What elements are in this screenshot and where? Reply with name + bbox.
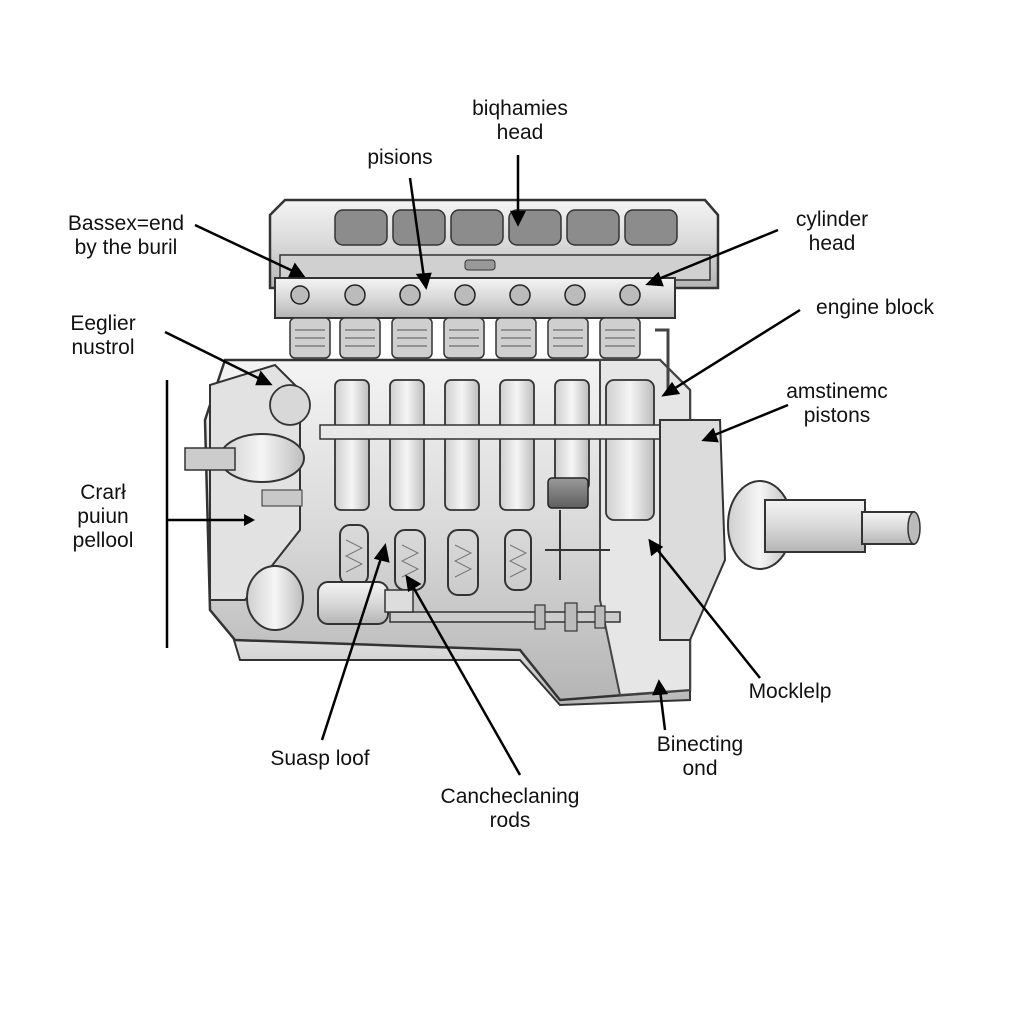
piston-crown <box>547 477 589 509</box>
label-crarl-line3: pellool <box>72 529 134 552</box>
label-eeglier: Eeglier nustrol <box>48 312 158 360</box>
label-amstinemc-line1: amstinemc <box>786 380 888 403</box>
label-engine-block: engine block <box>790 296 960 320</box>
label-binecting-line2: ond <box>682 757 718 780</box>
cylinders <box>334 379 655 521</box>
label-bassex: Bassex=end by the buril <box>46 212 206 260</box>
label-binecting: Binecting ond <box>630 733 770 781</box>
cam-lobes <box>290 284 641 306</box>
label-canchec-line1: Cancheclaning <box>440 785 580 808</box>
label-pisions-line1: pisions <box>367 146 433 169</box>
label-suasp: Suasp loof <box>245 747 395 771</box>
label-crarl-line2: puiun <box>77 505 129 528</box>
label-eeglier-line1: Eeglier <box>70 312 136 335</box>
label-eeglier-line2: nustrol <box>71 336 135 359</box>
starter-cap <box>246 565 304 631</box>
valve-cover-cells <box>334 209 678 246</box>
label-cylinder-head: cylinder head <box>762 208 902 256</box>
label-pisions: pisions <box>340 146 460 170</box>
label-cylinder-head-line1: cylinder <box>795 208 869 231</box>
starter-body <box>317 581 389 625</box>
label-canchec: Cancheclaning rods <box>410 785 610 833</box>
label-bassex-line1: Bassex=end <box>67 212 185 235</box>
label-top-head-line1: biqhamies <box>472 97 568 120</box>
label-crarl-line1: Crarł <box>80 481 126 504</box>
label-crarl: Crarł puiun pellool <box>48 481 158 553</box>
label-cylinder-head-line2: head <box>808 232 856 255</box>
label-engine-block-line1: engine block <box>816 296 934 319</box>
bellhousing <box>659 419 727 641</box>
crankshaft <box>389 611 621 623</box>
label-mocklelp: Mocklelp <box>725 680 855 704</box>
label-top-head-line2: head <box>496 121 544 144</box>
label-canchec-line2: rods <box>489 809 531 832</box>
label-bassex-line2: by the buril <box>74 236 178 259</box>
label-mocklelp-line1: Mocklelp <box>748 680 832 703</box>
label-top-head: biqhamies head <box>440 97 600 145</box>
label-binecting-line1: Binecting <box>656 733 744 756</box>
label-amstinemc: amstinemc pistons <box>772 380 902 428</box>
label-amstinemc-line2: pistons <box>803 404 871 427</box>
label-suasp-line1: Suasp loof <box>270 747 370 770</box>
output-shaft <box>764 499 866 553</box>
leader-lines <box>164 155 801 776</box>
